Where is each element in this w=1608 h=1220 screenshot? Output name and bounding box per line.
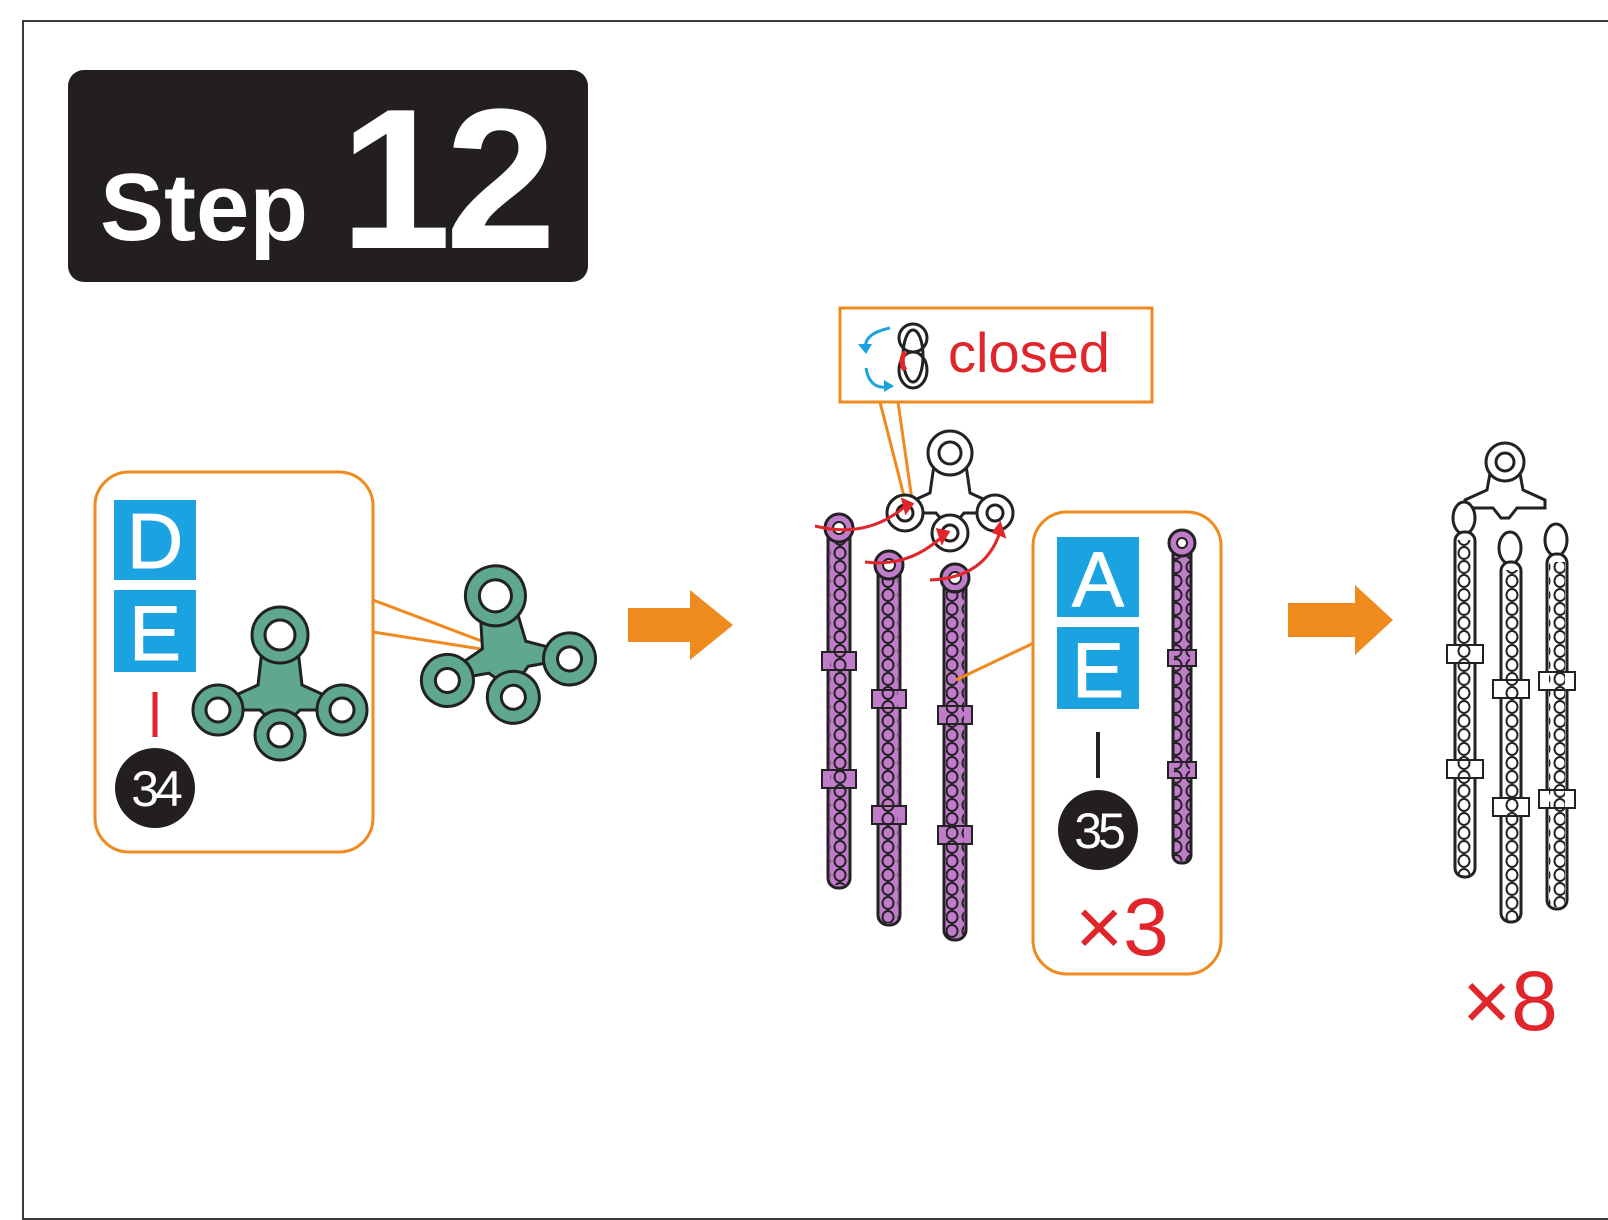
- attach-arrows: [814, 497, 1007, 582]
- label-e-right: E: [1072, 626, 1124, 714]
- jump-ring-icon: [897, 322, 929, 390]
- chain-icon: [1492, 530, 1530, 924]
- parts-panel-left: D E 34: [93, 470, 375, 854]
- tri-connector-with-ring: [419, 564, 598, 725]
- chain-icon: [937, 562, 973, 942]
- closed-callout: closed: [838, 306, 1154, 501]
- chain-icon: [871, 549, 907, 927]
- part-number-35: 35: [1074, 803, 1124, 859]
- purple-chains: [821, 512, 973, 942]
- leader-line-right: [955, 638, 1041, 682]
- label-e: E: [129, 589, 181, 677]
- closed-label: closed: [948, 321, 1110, 384]
- parts-panel-right: A E 35 ×3: [1031, 510, 1223, 976]
- chain-icon: [1446, 500, 1484, 879]
- label-a: A: [1072, 535, 1124, 623]
- rotate-arrows-icon: [858, 326, 894, 392]
- step-number: 12: [340, 68, 550, 291]
- step-header: Step 12: [68, 68, 588, 291]
- leader-lines-left: [372, 598, 501, 654]
- part-number-34: 34: [131, 761, 182, 817]
- quantity-x3: ×3: [1075, 882, 1169, 973]
- arrow-right-icon: [1288, 585, 1393, 655]
- step-word: Step: [100, 154, 308, 261]
- chain-icon: [1538, 522, 1576, 911]
- quantity-x8: ×8: [1462, 954, 1558, 1048]
- result-assembly: [1446, 441, 1576, 924]
- tri-connector-icon: [191, 605, 369, 762]
- arrow-right-icon: [628, 590, 733, 660]
- chain-icon: [1167, 528, 1197, 865]
- chain-icon: [821, 512, 857, 890]
- label-d: D: [127, 497, 183, 585]
